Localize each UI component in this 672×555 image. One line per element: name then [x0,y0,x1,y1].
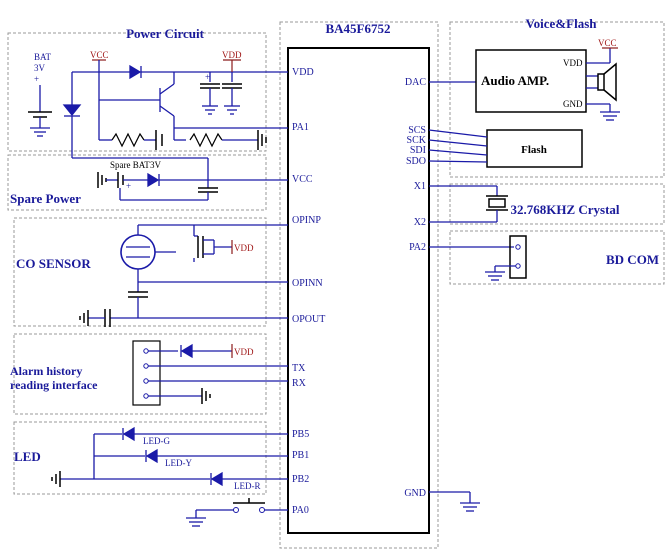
crystal-box [449,183,665,225]
mosfet-vdd-label: VDD [234,243,254,253]
voice-flash-box [449,21,665,178]
led-y-label: LED-Y [165,458,192,468]
pin-pb1: PB1 [292,450,309,461]
pin-opinn: OPINN [292,278,323,289]
power-circuit-box [7,32,267,152]
flash-label: Flash [521,144,547,156]
alarm-history-title-1: Alarm history [10,364,82,378]
spare-diode [147,172,160,188]
led-g-label: LED-G [143,436,170,446]
power-diode [129,64,142,80]
reverse-diode [62,104,82,117]
pin-dac: DAC [405,77,426,88]
alarm-connector [132,340,161,406]
bd-com-title: BD COM [606,252,659,267]
alarm-interface: VDD [132,340,288,406]
pin-pb2: PB2 [292,474,309,485]
bd-com-circuit [429,235,527,281]
voice-flash-title: Voice&Flash [525,16,597,31]
spare-bat-label: Spare BAT [110,160,150,170]
amp-vdd-label: VDD [563,58,583,68]
pa0-button-circuit [186,498,288,527]
audio-amp-block [475,49,587,113]
crystal-title: 32.768KHZ Crystal [510,202,619,217]
crystal-circuit [429,185,508,223]
pin-sck: SCK [407,135,427,146]
pin-vcc: VCC [292,174,313,185]
flash-block [486,129,583,168]
chip-gnd-circuit [429,491,480,512]
vdd-label: VDD [222,50,242,60]
pin-opout: OPOUT [292,314,325,325]
led-box [13,421,267,495]
bat-voltage-label: 3V [34,63,46,73]
led-r [210,471,223,487]
pin-pa1: PA1 [292,122,309,133]
co-sensor-element [120,234,156,270]
led-g [122,426,135,442]
bat-plus-label: + [34,74,39,84]
voice-flash-circuit: Audio AMP. VDD GND VCC Flash [428,38,620,168]
bd-com-box [449,230,665,285]
bat-label: BAT [34,52,52,62]
alarm-history-box [13,333,267,415]
spare-plus-label: + [126,181,131,191]
co-sensor-circuit: VDD [79,224,288,327]
alarm-diode [180,343,193,359]
led-y [145,448,158,464]
pin-sdo: SDO [406,156,426,167]
cap-plus-label: + [205,72,210,82]
bd-com-connector [509,235,527,279]
chip-outline [279,21,439,549]
audio-amp-label: Audio AMP. [481,73,549,88]
pin-rx: RX [292,378,307,389]
co-sensor-title: CO SENSOR [16,256,91,271]
pin-tx: TX [292,363,306,374]
power-circuit: BAT 3V + VCC [28,50,288,158]
alarm-history-title-2: reading interface [10,378,98,392]
spare-power-title: Spare Power [10,191,81,206]
power-circuit-title: Power Circuit [126,26,205,41]
speaker-icon [597,73,605,91]
resistor-r2 [189,132,223,148]
resistor-r1 [111,132,145,148]
spare-power-box [7,154,267,211]
pin-vdd: VDD [292,67,314,78]
pin-pb5: PB5 [292,429,309,440]
spare-bat-voltage-label: 3V [150,160,162,170]
pin-sdi: SDI [410,145,426,156]
vcc-label: VCC [90,50,109,60]
led-circuit: LED-G LED-Y LED-R [51,426,288,491]
push-button [233,507,239,513]
pin-gnd: GND [404,488,426,499]
chip-body [287,47,430,534]
pin-x2: X2 [414,217,426,228]
pin-pa2: PA2 [409,242,426,253]
pin-scs: SCS [408,125,426,136]
pin-x1: X1 [414,181,426,192]
alarm-vdd-label: VDD [234,347,254,357]
chip-name: BA45F6752 [326,21,391,36]
led-title: LED [14,449,41,464]
pin-opinp: OPINP [292,215,321,226]
amp-gnd-label: GND [563,99,583,109]
amp-vcc-label: VCC [598,38,617,48]
spare-power: Spare BAT 3V + [72,157,288,201]
co-sensor-box [13,217,267,327]
pin-pa0: PA0 [292,505,309,516]
led-r-label: LED-R [234,481,261,491]
